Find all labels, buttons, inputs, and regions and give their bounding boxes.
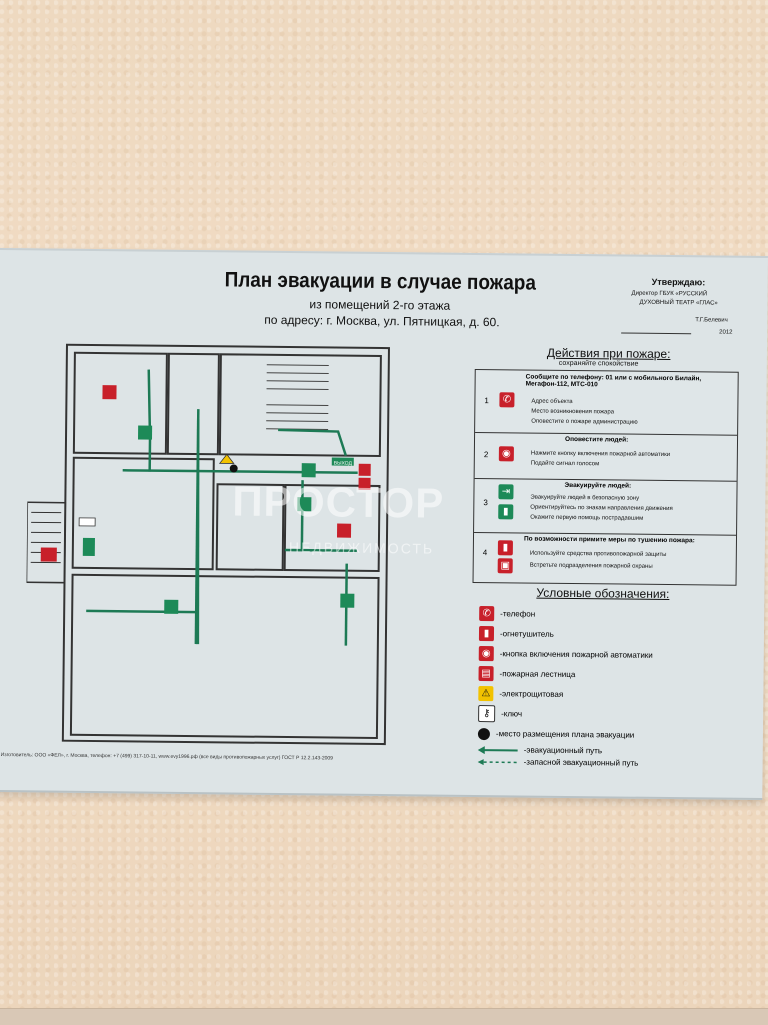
watermark-tagline: НЕДВИЖИМОСТЬ [289, 539, 434, 557]
legend-item-key: ⚷-ключ [478, 705, 522, 723]
plan-subtitle-floor: из помещений 2-го этажа [309, 297, 450, 312]
extinguisher-icon: ▮ [479, 626, 494, 641]
action-row-1: 1 ✆ Сообщите по телефону: 01 или с мобил… [475, 370, 738, 436]
electrical-panel-icon: ⚠ [478, 686, 493, 701]
phone-icon: ✆ [479, 606, 494, 621]
legend-item-alarm-button: ◉-кнопка включения пожарной автоматики [479, 645, 653, 665]
you-are-here-icon [478, 728, 490, 740]
alarm-button-icon: ◉ [499, 446, 514, 461]
key-icon: ⚷ [478, 705, 495, 722]
fire-ladder-icon: ▤ [478, 666, 493, 681]
plan-title: План эвакуации в случае пожара [225, 268, 536, 295]
electrical-panel-icon [220, 454, 234, 463]
action-row-2: 2 ◉ Оповестите людей: Нажмите кнопку вкл… [475, 432, 737, 482]
action-row-3: 3 ⇥ ▮ Эвакуируйте людей: Эвакуируйте люд… [474, 478, 737, 536]
legend-item-fire-ladder: ▤-пожарная лестница [478, 665, 575, 684]
plan-subtitle-address: по адресу: г. Москва, ул. Пятницкая, д. … [264, 313, 499, 329]
room-bottom-hall [71, 575, 379, 738]
baseboard-trim [0, 1008, 768, 1025]
key-icon [79, 518, 95, 526]
approval-name: Т.Г.Белевич [695, 317, 727, 323]
manufacturer-footer: Изготовитель: ООО «ФЕЛ», г. Москва, теле… [1, 752, 333, 761]
reserve-path-icon [478, 758, 518, 766]
actions-subheading: сохраняйте спокойствие [559, 360, 639, 368]
actions-table: 1 ✆ Сообщите по телефону: 01 или с мобил… [473, 369, 739, 586]
exit-door-icon: ▮ [498, 504, 513, 519]
approval-heading: Утверждаю: [652, 277, 706, 288]
exit-sign-icon [340, 594, 354, 608]
exit-sign-icon [302, 463, 316, 477]
approval-line-1: Директор ГБУК «РУССКИЙ [632, 291, 708, 298]
exit-sign-icon: ⇥ [498, 484, 513, 499]
exit-door-icon [83, 538, 95, 556]
action-row-4: 4 ▮ ▣ По возможности примите меры по туш… [474, 532, 737, 585]
phone-icon: ✆ [499, 392, 514, 407]
signature-line [621, 319, 691, 335]
fire-ladder-icon [41, 547, 57, 561]
approval-line-2: ДУХОВНЫЙ ТЕАТР «ГЛАС» [639, 300, 717, 307]
watermark-brand: ПРОСТОР [232, 477, 444, 527]
exit-label-text: ВЫХОД [334, 461, 353, 467]
phone-icon [102, 385, 116, 399]
exit-sign-icon [164, 600, 178, 614]
legend-heading: Условные обозначения: [536, 586, 669, 601]
actions-heading: Действия при пожаре: [547, 346, 671, 361]
room-top-left [74, 353, 167, 454]
evacuation-plan-board: План эвакуации в случае пожара из помеще… [0, 248, 768, 800]
legend-item-electrical-panel: ⚠-электрощитовая [478, 685, 563, 704]
extinguisher-icon: ▮ [498, 540, 513, 555]
legend-item-phone: ✆-телефон [479, 605, 535, 624]
legend-item-reserve-path: -запасной эвакуационный путь [478, 753, 639, 773]
alarm-button-icon: ◉ [479, 646, 494, 661]
alarm-button-icon [359, 464, 371, 476]
approval-year: 2012 [719, 330, 732, 336]
fire-hydrant-icon: ▣ [498, 558, 513, 573]
exit-sign-icon [138, 425, 152, 439]
legend-item-extinguisher: ▮-огнетушитель [479, 625, 554, 644]
